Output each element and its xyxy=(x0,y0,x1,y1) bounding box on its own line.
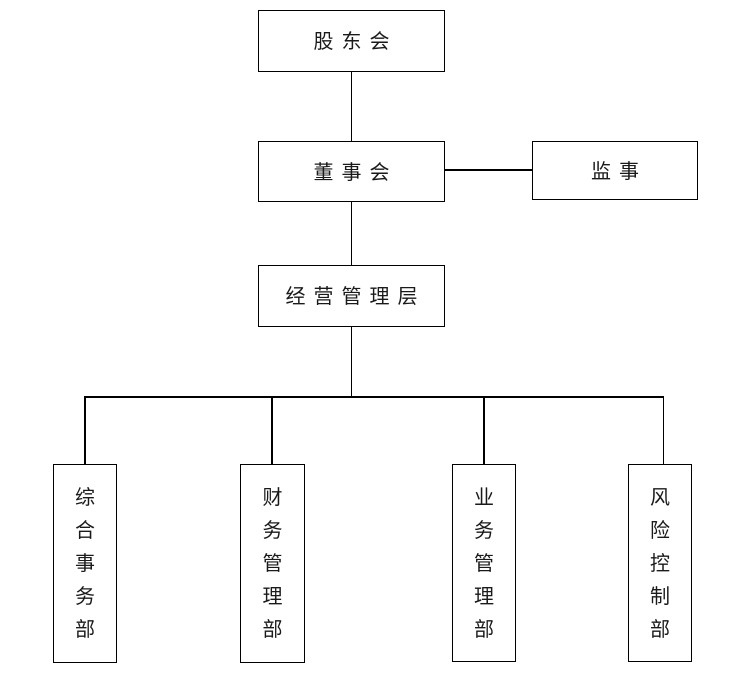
node-label-general-affairs-dept: 综合事务部 xyxy=(75,485,95,641)
node-label-shareholders-meeting: 股东会 xyxy=(313,29,398,53)
node-risk-control-dept: 风险控制部 xyxy=(628,464,692,662)
node-business-management-dept: 业务管理部 xyxy=(452,464,516,662)
connector-management-to-departments xyxy=(350,327,352,397)
connector-board-to-supervisor xyxy=(444,169,533,171)
connector-shareholders-to-board xyxy=(350,72,352,141)
node-label-risk-control-dept: 风险控制部 xyxy=(650,484,670,641)
connector-drop-risk-control xyxy=(662,396,664,464)
node-label-board-of-directors: 董事会 xyxy=(313,159,398,184)
node-board-of-directors: 董事会 xyxy=(258,141,445,202)
node-shareholders-meeting: 股东会 xyxy=(258,10,445,72)
node-supervisor: 监事 xyxy=(532,141,698,200)
connector-departments-bus xyxy=(84,396,664,398)
node-general-affairs-dept: 综合事务部 xyxy=(53,464,117,663)
node-label-financial-management-dept: 财务管理部 xyxy=(262,485,283,641)
node-label-business-management-dept: 业务管理部 xyxy=(474,484,494,641)
connector-drop-business-management xyxy=(483,396,485,464)
connector-drop-general-affairs xyxy=(84,396,86,464)
connector-drop-financial-management xyxy=(271,396,273,464)
node-financial-management-dept: 财务管理部 xyxy=(240,464,305,663)
node-label-supervisor: 监事 xyxy=(591,158,647,183)
connector-board-to-management xyxy=(350,202,352,265)
node-label-management-layer: 经营管理层 xyxy=(285,284,426,308)
node-management-layer: 经营管理层 xyxy=(258,265,445,327)
